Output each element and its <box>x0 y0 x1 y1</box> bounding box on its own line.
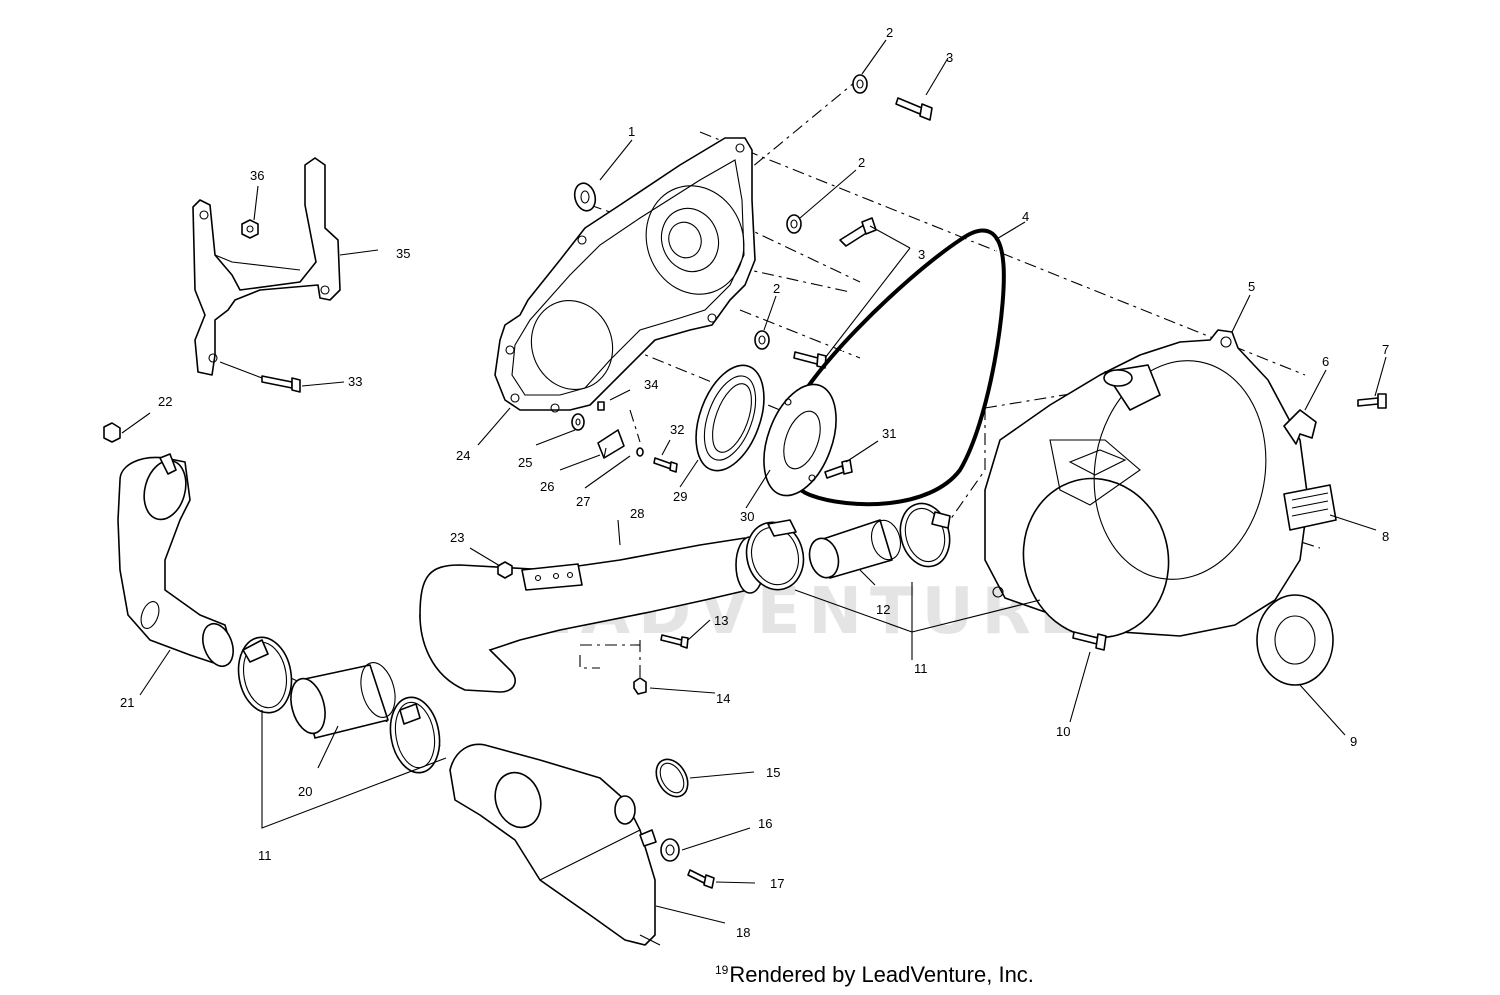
screw-34 <box>597 401 605 411</box>
inner-cover-plate <box>494 137 756 413</box>
callout-24: 24 <box>456 448 470 463</box>
callout-22: 22 <box>158 394 172 409</box>
callout-26: 26 <box>540 479 554 494</box>
clamp-11-lower-right <box>389 696 441 774</box>
callout-31: 31 <box>882 426 896 441</box>
clamp-11-lower-left <box>237 636 293 714</box>
drive-belt <box>782 228 1006 507</box>
callout-21: 21 <box>120 695 134 710</box>
callout-13: 13 <box>714 613 728 628</box>
screw-32 <box>653 457 678 473</box>
callout-34: 34 <box>644 377 658 392</box>
callout-16: 16 <box>758 816 772 831</box>
washer-27 <box>636 447 644 457</box>
bearing-plate-30 <box>763 383 837 497</box>
leader-lines <box>121 39 1387 946</box>
footer-credit-text: Rendered by LeadVenture, Inc. <box>729 962 1034 987</box>
intake-elbow-21 <box>117 453 234 668</box>
callout-28: 28 <box>630 506 644 521</box>
callout-10: 10 <box>1056 724 1070 739</box>
washer-1 <box>573 182 597 212</box>
callout-15: 15 <box>766 765 780 780</box>
clamp-15 <box>655 758 689 798</box>
coupler-12 <box>808 519 902 579</box>
callout-3b: 3 <box>918 247 925 262</box>
callout-11b: 11 <box>258 848 272 863</box>
screw-17 <box>687 869 715 889</box>
clamp-11-upper-right <box>899 502 951 568</box>
washer-2-mid <box>786 214 802 234</box>
clamp-11-upper-left <box>745 519 805 591</box>
callout-labels: 1 2 2 2 3 3 4 5 6 7 8 9 10 11 11 12 13 1… <box>120 25 1389 940</box>
callout-14: 14 <box>716 691 730 706</box>
callout-19: 19 <box>715 963 729 977</box>
washer-2-top <box>852 74 868 94</box>
callout-4: 4 <box>1022 209 1029 224</box>
callout-20: 20 <box>298 784 312 799</box>
callout-5: 5 <box>1248 279 1255 294</box>
screw-22 <box>103 422 121 443</box>
clip-14 <box>633 677 647 695</box>
callout-23: 23 <box>450 530 464 545</box>
callout-32: 32 <box>670 422 684 437</box>
callout-3a: 3 <box>946 50 953 65</box>
callout-6: 6 <box>1322 354 1329 369</box>
callout-27: 27 <box>576 494 590 509</box>
callout-2c: 2 <box>773 281 780 296</box>
screw-10 <box>1072 631 1107 651</box>
grommet-16 <box>660 838 680 862</box>
washer-2-low <box>754 330 770 350</box>
callout-2a: 2 <box>886 25 893 40</box>
callout-17: 17 <box>770 876 784 891</box>
callout-36: 36 <box>250 168 264 183</box>
bolt-33 <box>219 361 301 393</box>
gasket-9 <box>1256 594 1334 686</box>
callout-11a: 11 <box>914 661 928 676</box>
seal-29 <box>695 364 765 472</box>
callout-7: 7 <box>1382 342 1389 357</box>
clip-6 <box>1283 409 1317 445</box>
callout-8: 8 <box>1382 529 1389 544</box>
washer-25 <box>571 413 585 431</box>
callout-30: 30 <box>740 509 754 524</box>
air-box-19 <box>449 743 657 946</box>
nut-36 <box>241 219 259 239</box>
callout-25: 25 <box>518 455 532 470</box>
callout-18: 18 <box>736 925 750 940</box>
callout-2b: 2 <box>858 155 865 170</box>
mounting-bracket <box>192 157 341 376</box>
outer-clutch-cover <box>984 329 1309 639</box>
label-decal-8 <box>1283 484 1337 531</box>
bolt-3-low <box>793 351 827 369</box>
callout-29: 29 <box>673 489 687 504</box>
callout-35: 35 <box>396 246 410 261</box>
footer-credit: 19Rendered by LeadVenture, Inc. <box>715 962 1034 988</box>
bolt-3-mid <box>839 217 877 247</box>
screw-13 <box>660 634 689 649</box>
callout-12: 12 <box>876 602 890 617</box>
callout-33: 33 <box>348 374 362 389</box>
bolt-31 <box>824 459 853 479</box>
callout-1: 1 <box>628 124 635 139</box>
callout-9: 9 <box>1350 734 1357 749</box>
nut-23 <box>497 561 513 579</box>
screw-7 <box>1357 393 1387 409</box>
bolt-3-top <box>895 97 933 121</box>
coupler-20 <box>290 662 396 739</box>
clip-26 <box>597 429 625 459</box>
